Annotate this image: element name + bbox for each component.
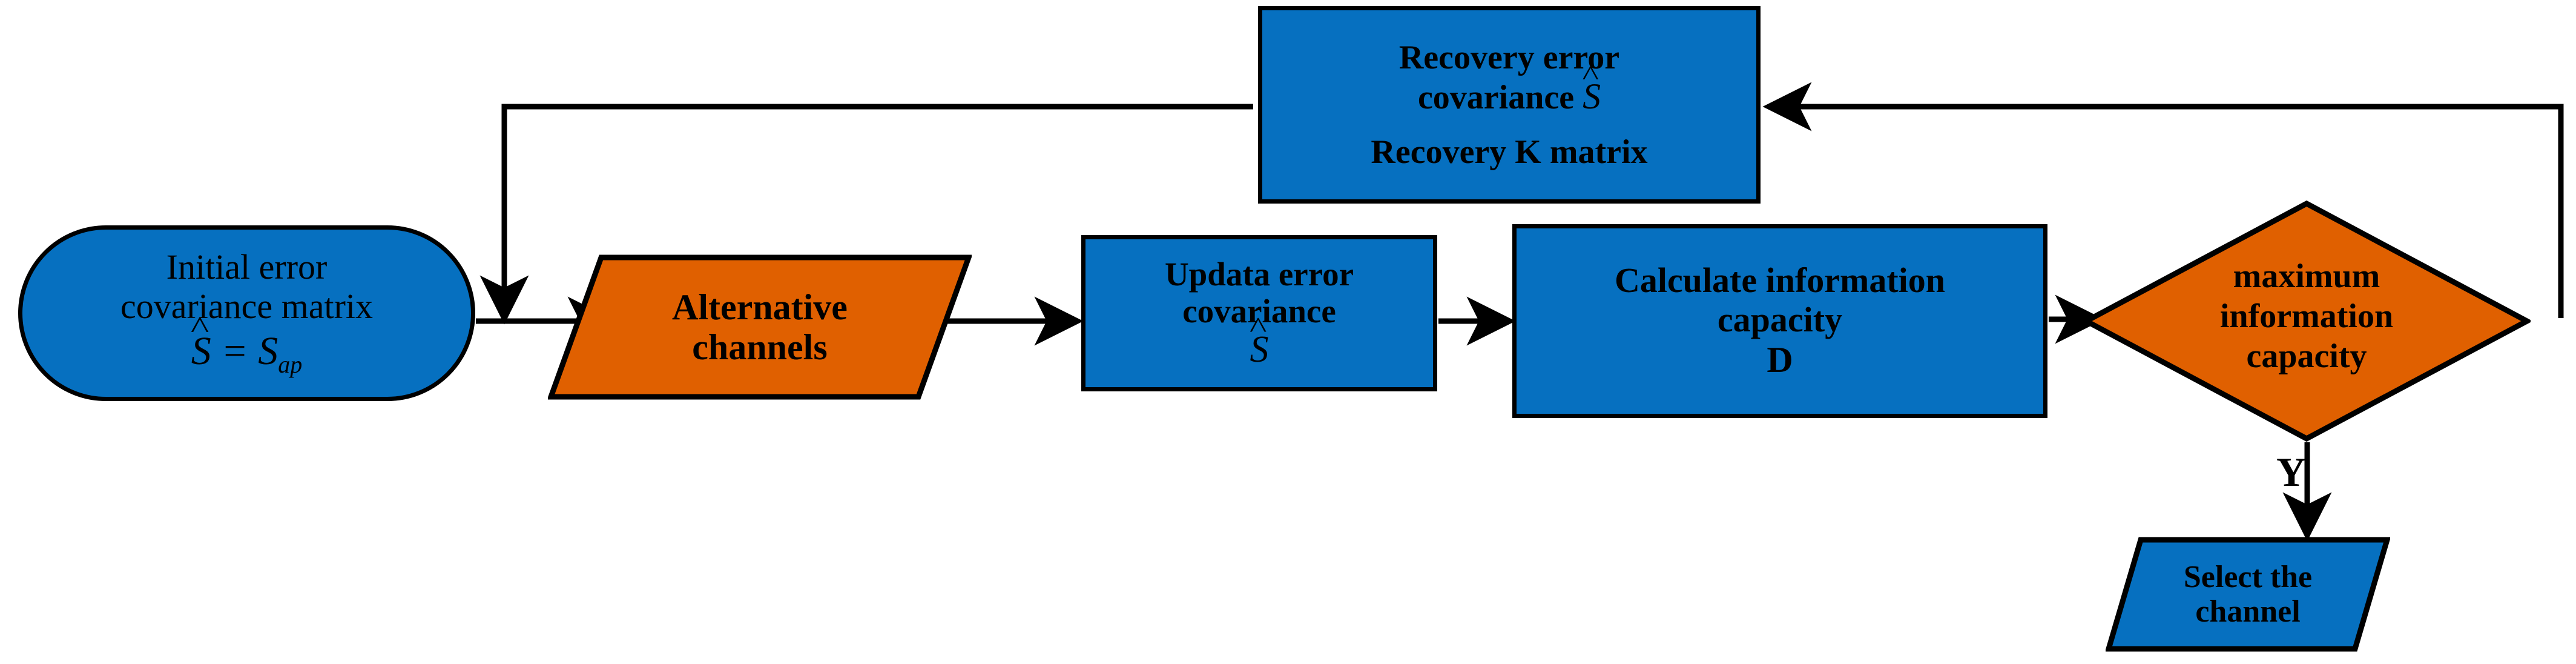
node-update-line1: Updata error <box>1164 255 1354 293</box>
node-calculate-information-capacity[interactable]: Calculate information capacity D <box>1512 224 2047 418</box>
node-maximum-information-capacity[interactable]: maximum information capacity <box>2083 200 2531 442</box>
alternative-channels-label: Alternative channels <box>548 254 972 400</box>
node-update-formula: S <box>1250 329 1269 371</box>
node-recovery-line3: Recovery K matrix <box>1371 133 1648 171</box>
node-select-line2: channel <box>2195 594 2301 629</box>
node-alternative-line2: channels <box>692 327 828 367</box>
node-initial-formula: S = Sap <box>191 329 303 379</box>
node-select-the-channel[interactable]: Select the channel <box>2106 537 2390 652</box>
node-recovery-line2-prefix: covariance <box>1417 79 1583 117</box>
node-initial-formula-eq: = S <box>211 328 278 373</box>
s-hat-symbol: S <box>1250 329 1269 371</box>
node-initial-formula-subscript: ap <box>278 351 303 379</box>
node-initial-error-covariance-matrix[interactable]: Initial error covariance matrix S = Sap <box>18 225 475 401</box>
decision-diamond-shape <box>2083 200 2531 442</box>
edge-label-yes: Y <box>2276 449 2307 495</box>
node-recovery-line2: covariance S <box>1418 76 1601 117</box>
node-updata-error-covariance[interactable]: Updata error covariance S <box>1081 235 1437 391</box>
node-recovery-error-covariance[interactable]: Recovery error covariance S Recovery K m… <box>1258 6 1761 204</box>
select-channel-shape <box>2106 537 2390 652</box>
node-initial-line1: Initial error <box>166 247 328 287</box>
node-calc-line1: Calculate information <box>1614 261 1946 300</box>
node-select-line1: Select the <box>2183 559 2313 594</box>
s-hat-symbol: S <box>1583 76 1601 117</box>
node-initial-line2: covariance matrix <box>120 287 374 326</box>
s-hat-symbol: S <box>191 329 211 374</box>
node-alternative-channels[interactable]: Alternative channels <box>548 254 972 400</box>
node-alternative-line1: Alternative <box>672 287 848 327</box>
alternative-channels-shape <box>548 254 972 400</box>
node-calc-line3: D <box>1767 340 1793 380</box>
node-calc-line2: capacity <box>1717 300 1843 340</box>
select-channel-label: Select the channel <box>2106 537 2390 652</box>
